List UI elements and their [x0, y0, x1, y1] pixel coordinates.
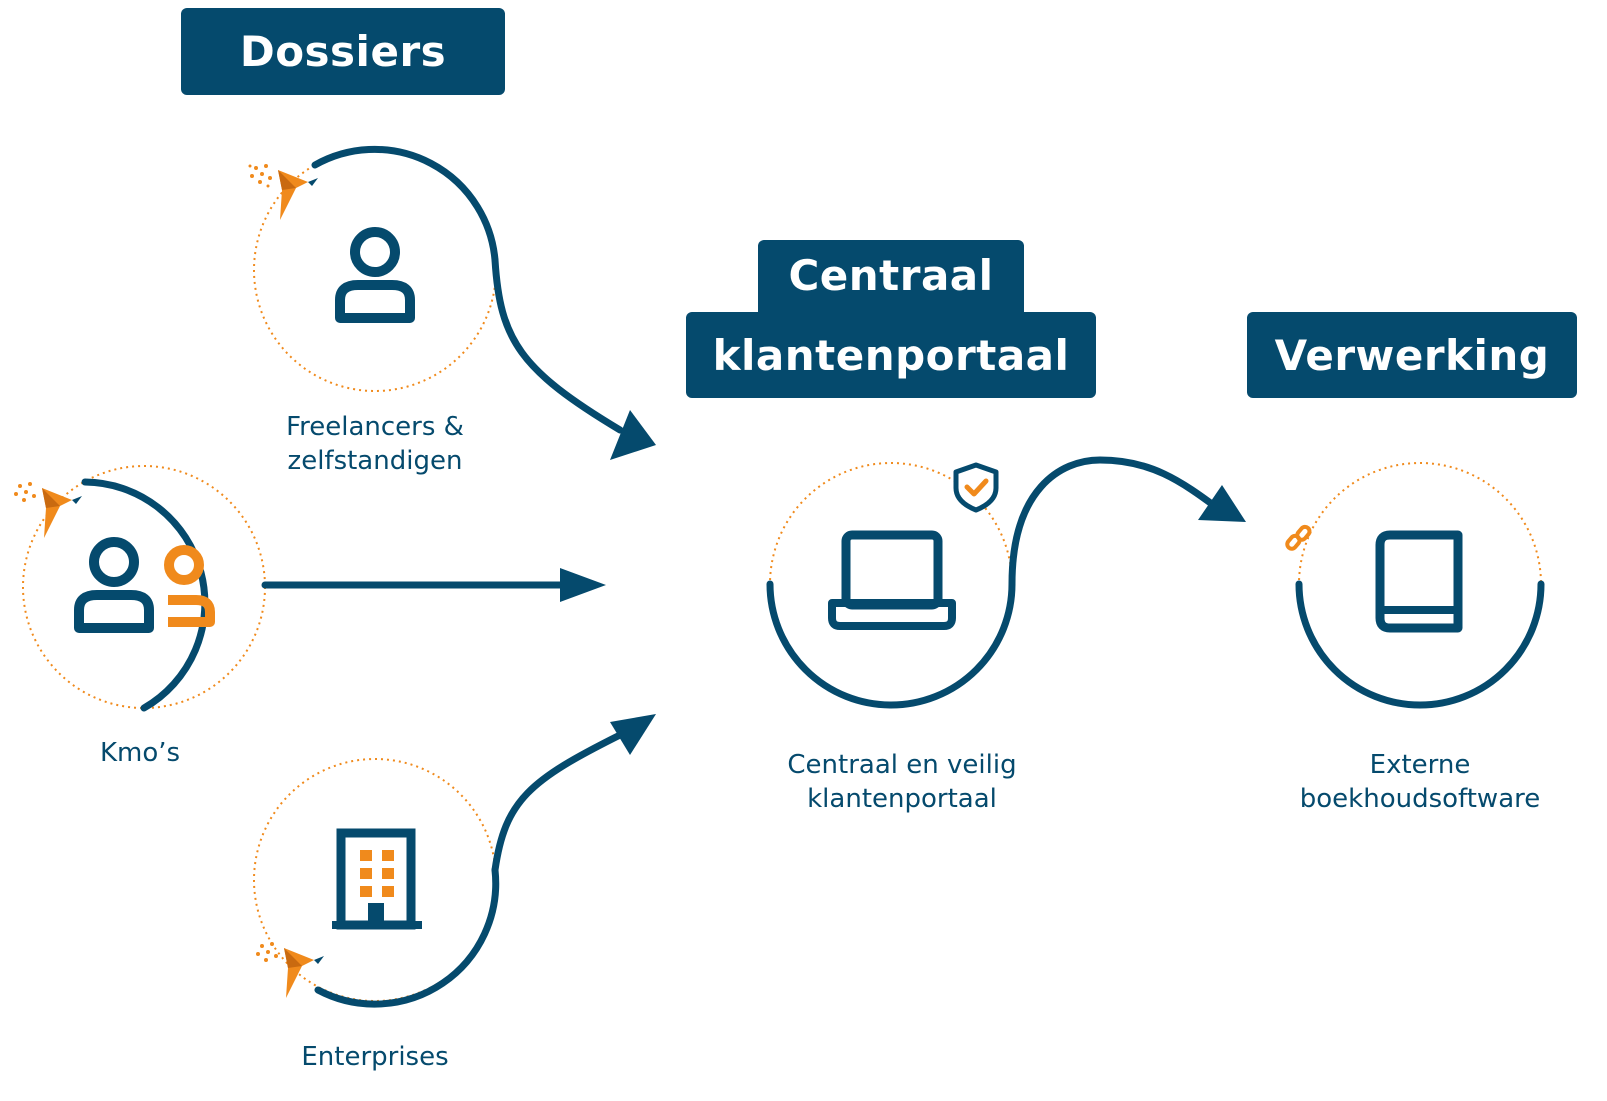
software-arc: [1295, 580, 1545, 709]
verwerking-header-text: Verwerking: [1274, 330, 1550, 380]
kmos-caption-label: Kmo’s: [99, 738, 181, 768]
dossiers-header: Dossiers: [181, 8, 505, 95]
centraal-header-line1: Centraal: [788, 250, 994, 300]
enterprises-caption: Enterprises: [270, 1040, 480, 1074]
portal-caption: Centraal en veilig klantenportaal: [762, 748, 1042, 816]
person-icon: [335, 227, 415, 323]
freelancers-arrowhead: [610, 410, 656, 460]
enterprises-arrowhead: [610, 714, 656, 755]
book-icon: [1375, 530, 1463, 633]
enterprises-node: [253, 714, 656, 1008]
link-icon: [1285, 524, 1312, 551]
people-icon: [74, 537, 215, 633]
bird-icon: [256, 942, 324, 998]
portal-node: [766, 456, 1246, 709]
software-node: [1285, 462, 1545, 709]
freelancers-arc: [311, 145, 499, 264]
kmos-node: [14, 465, 606, 712]
software-caption-line1: Externe: [1369, 750, 1471, 780]
portal-arrowhead: [1198, 485, 1246, 522]
portal-caption-line1: Centraal en veilig: [787, 750, 1017, 780]
portal-connector: [1008, 456, 1224, 588]
enterprises-caption-label: Enterprises: [301, 1042, 449, 1072]
kmos-arrowhead: [560, 568, 606, 602]
kmos-caption: Kmo’s: [40, 736, 240, 770]
bird-icon: [14, 482, 82, 538]
shield-check-icon: [953, 462, 999, 513]
portal-caption-line2: klantenportaal: [807, 784, 997, 814]
bird-icon: [248, 164, 318, 220]
portal-arc: [766, 580, 1016, 709]
centraal-header-line2: klantenportaal: [712, 330, 1070, 380]
freelancers-caption: Freelancers & zelfstandigen: [255, 410, 495, 478]
freelancers-caption-line1: Freelancers &: [286, 412, 464, 442]
laptop-icon: [828, 530, 956, 630]
software-caption: Externe boekhoudsoftware: [1290, 748, 1550, 816]
building-icon: [332, 828, 422, 930]
verwerking-header: Verwerking: [1247, 312, 1577, 398]
enterprises-arc: [314, 866, 500, 1008]
enterprises-connector: [491, 731, 624, 874]
freelancers-node: [248, 145, 656, 460]
freelancers-caption-line2: zelfstandigen: [287, 446, 463, 476]
software-caption-line2: boekhoudsoftware: [1299, 784, 1541, 814]
freelancers-connector: [491, 256, 624, 434]
centraal-header-bottom: klantenportaal: [686, 312, 1096, 398]
dossiers-header-text: Dossiers: [239, 27, 447, 76]
